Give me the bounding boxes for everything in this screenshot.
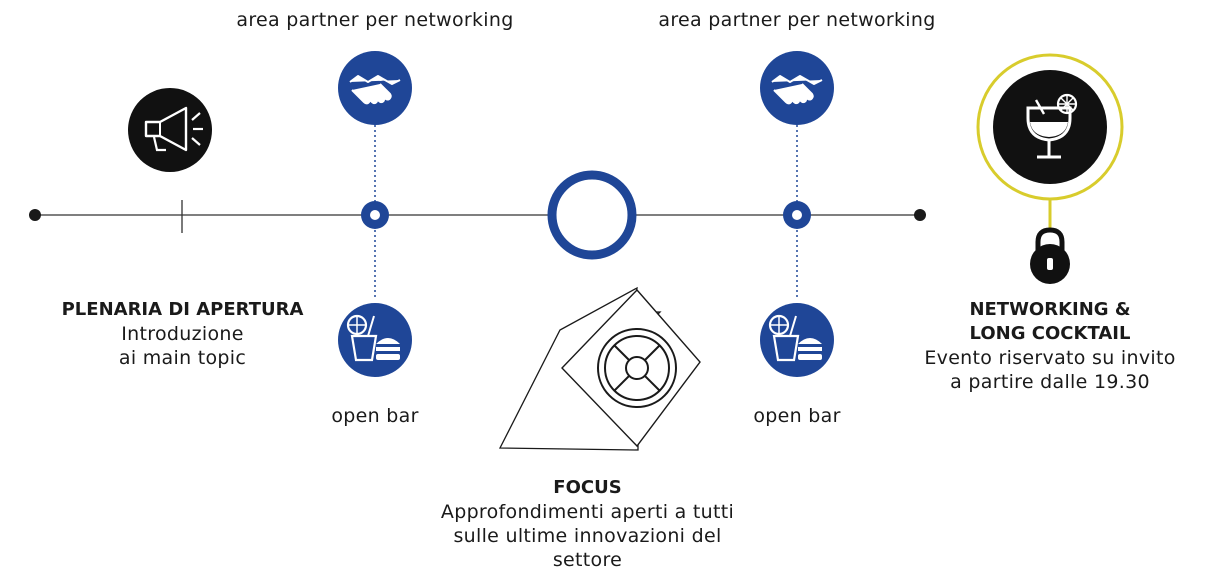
focus-bubble	[498, 286, 701, 451]
plenaria-line2: ai main topic	[118, 347, 247, 369]
drink-burger-icon	[760, 303, 834, 377]
timeline-end-dot	[914, 209, 926, 221]
focus-title: FOCUS	[553, 477, 622, 498]
networking-line2: a partire dalle 19.30	[950, 371, 1150, 393]
drink-burger-icon	[338, 303, 412, 377]
right-timeline-node	[783, 201, 811, 229]
target-icon	[597, 328, 677, 408]
networking-title-line2: LONG COCKTAIL	[969, 323, 1131, 344]
focus-line2: sulle ultime innovazioni del	[453, 525, 722, 547]
timeline-start-dot	[29, 209, 41, 221]
plenaria-block: PLENARIA DI APERTURA Introduzione ai mai…	[50, 298, 315, 370]
left-partner-label: area partner per networking	[236, 9, 514, 31]
handshake-icon	[760, 51, 834, 125]
left-open-bar-label: open bar	[331, 405, 419, 427]
plenaria-title: PLENARIA DI APERTURA	[61, 299, 304, 320]
focus-line1: Approfondimenti aperti a tutti	[440, 501, 735, 523]
plenaria-line1: Introduzione	[121, 323, 244, 345]
focus-block: FOCUS Approfondimenti aperti a tutti sul…	[410, 476, 765, 572]
lock-icon	[1030, 227, 1070, 284]
focus-line3: settore	[552, 549, 623, 571]
handshake-icon	[338, 51, 412, 125]
left-timeline-node	[361, 201, 389, 229]
networking-block: NETWORKING & LONG COCKTAIL Evento riserv…	[900, 298, 1200, 394]
megaphone-icon	[128, 88, 212, 172]
networking-line1: Evento riservato su invito	[924, 347, 1176, 369]
right-open-bar-label: open bar	[753, 405, 841, 427]
cocktail-icon	[993, 70, 1107, 184]
right-partner-label: area partner per networking	[658, 9, 936, 31]
networking-title-line1: NETWORKING &	[969, 299, 1131, 320]
focus-timeline-circle	[547, 170, 637, 260]
